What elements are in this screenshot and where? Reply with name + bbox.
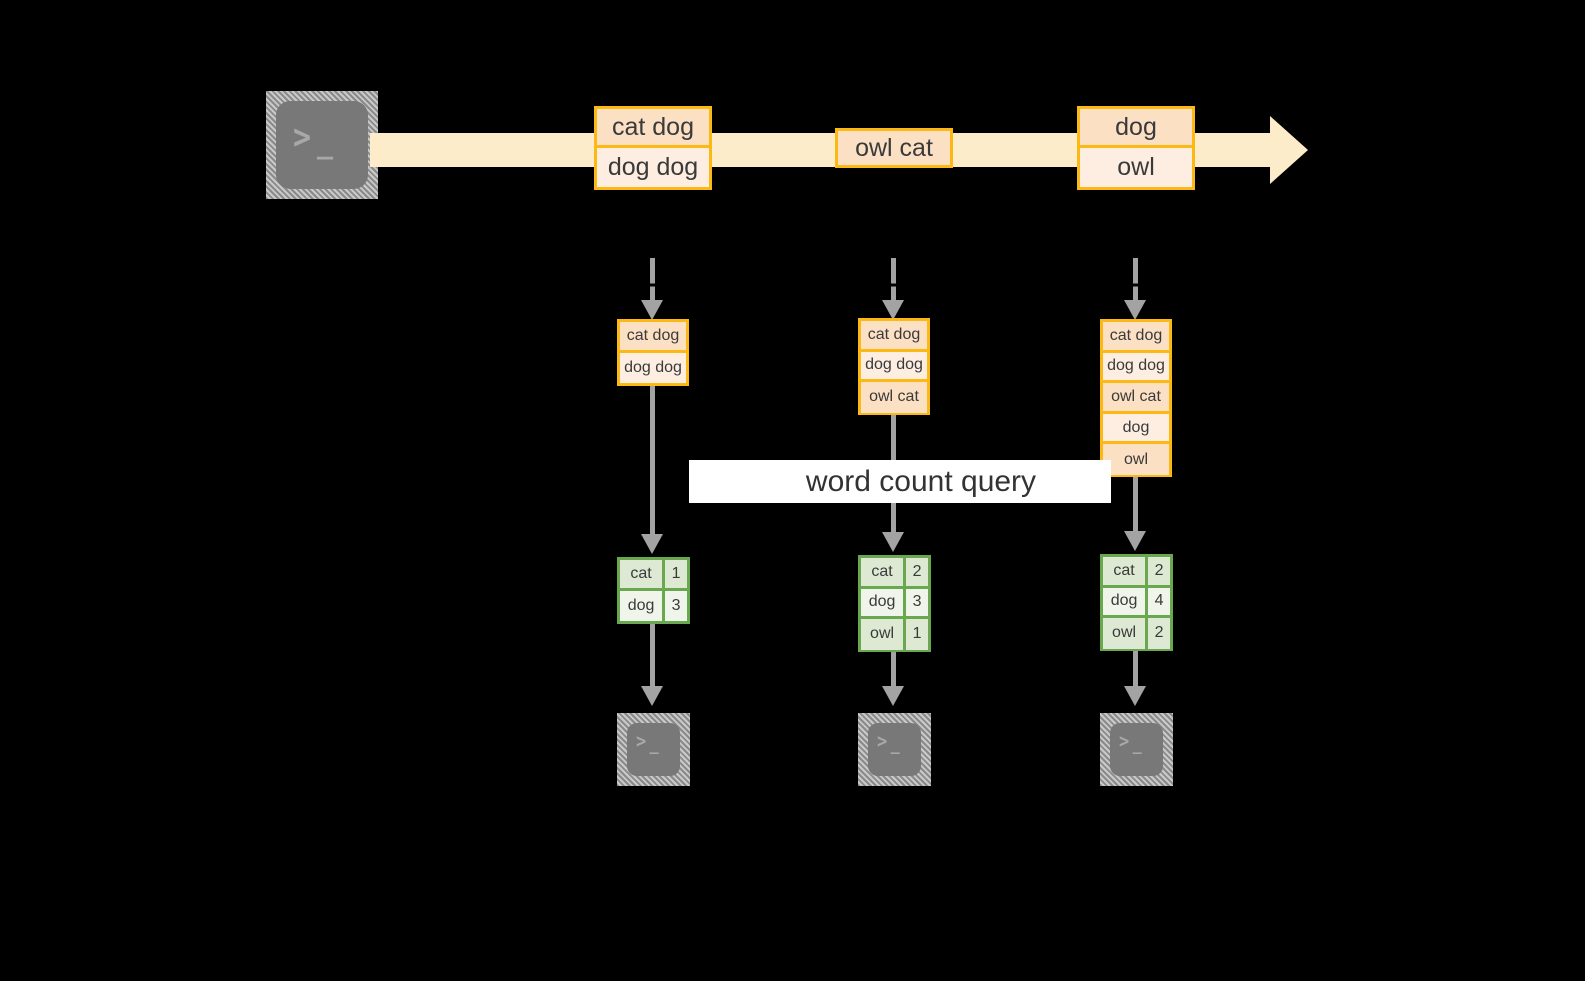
query-connector-head-3 xyxy=(1124,531,1146,551)
snapshot-connector-head-2 xyxy=(882,300,904,320)
result-count: 3 xyxy=(906,588,928,617)
prompt-cursor: _ xyxy=(890,735,901,756)
input-row: owl cat xyxy=(861,382,927,413)
input-row: dog dog xyxy=(861,351,927,383)
query-label-band: word count query xyxy=(689,460,1111,503)
result-word: owl xyxy=(1103,618,1149,649)
snapshot-connector-1 xyxy=(650,258,655,304)
table-row: cat 1 xyxy=(620,560,687,591)
result-word: dog xyxy=(620,590,666,622)
result-table-2: cat 2 dog 3 owl 1 xyxy=(858,555,931,652)
input-row: cat dog xyxy=(1103,322,1169,353)
prompt-caret: > xyxy=(636,730,647,754)
sink-connector-head-3 xyxy=(1124,686,1146,706)
result-table-1: cat 1 dog 3 xyxy=(617,557,690,624)
terminal-prompt-glyph: >_ xyxy=(293,117,335,158)
snapshot-connector-head-1 xyxy=(641,300,663,320)
input-table-2: cat dog dog dog owl cat xyxy=(858,318,930,415)
terminal-screen: >_ xyxy=(627,723,680,776)
query-connector-head-1 xyxy=(641,534,663,554)
table-row: owl 2 xyxy=(1103,618,1170,649)
prompt-cursor: _ xyxy=(1132,735,1143,756)
input-row: dog xyxy=(1103,413,1169,445)
result-count: 1 xyxy=(665,560,687,588)
table-row: dog 3 xyxy=(620,590,687,622)
snapshot-connector-head-3 xyxy=(1124,300,1146,320)
result-table-3: cat 2 dog 4 owl 2 xyxy=(1100,554,1173,651)
result-word: cat xyxy=(620,560,666,588)
table-row: owl 1 xyxy=(861,619,928,650)
terminal-screen: >_ xyxy=(868,723,921,776)
terminal-prompt-glyph: >_ xyxy=(636,730,660,756)
result-count: 2 xyxy=(1148,618,1170,649)
result-word: owl xyxy=(861,619,907,650)
stream-message-2: owl cat xyxy=(835,128,953,168)
input-row: dog dog xyxy=(1103,352,1169,384)
sink-connector-head-1 xyxy=(641,686,663,706)
message-line: cat dog xyxy=(597,109,709,148)
source-terminal-icon: >_ xyxy=(266,91,378,199)
message-line: dog dog xyxy=(597,148,709,187)
terminal-screen: >_ xyxy=(276,101,368,189)
input-row: cat dog xyxy=(620,322,686,353)
message-line: dog xyxy=(1080,109,1192,148)
input-table-3: cat dog dog dog owl cat dog owl xyxy=(1100,319,1172,477)
result-word: cat xyxy=(1103,557,1149,585)
prompt-caret: > xyxy=(293,117,312,158)
sink-terminal-icon-1: >_ xyxy=(617,713,690,786)
snapshot-connector-3 xyxy=(1133,258,1138,304)
sink-connector-3 xyxy=(1133,651,1138,690)
result-count: 1 xyxy=(906,619,928,650)
table-row: cat 2 xyxy=(1103,557,1170,588)
prompt-cursor: _ xyxy=(649,735,660,756)
terminal-prompt-glyph: >_ xyxy=(877,730,901,756)
prompt-caret: > xyxy=(877,730,888,754)
result-word: dog xyxy=(861,588,907,617)
sink-connector-2 xyxy=(891,652,896,690)
result-count: 3 xyxy=(665,590,687,622)
result-count: 4 xyxy=(1148,587,1170,616)
result-word: cat xyxy=(861,558,907,586)
snapshot-connector-2 xyxy=(891,258,896,304)
table-row: cat 2 xyxy=(861,558,928,589)
query-connector-head-2 xyxy=(882,532,904,552)
sink-connector-head-2 xyxy=(882,686,904,706)
terminal-prompt-glyph: >_ xyxy=(1119,730,1143,756)
sink-terminal-icon-2: >_ xyxy=(858,713,931,786)
input-row: owl xyxy=(1103,444,1169,475)
result-count: 2 xyxy=(1148,557,1170,585)
sink-terminal-icon-3: >_ xyxy=(1100,713,1173,786)
query-connector-3 xyxy=(1133,477,1138,535)
input-row: dog dog xyxy=(620,352,686,384)
stream-message-1: cat dog dog dog xyxy=(594,106,712,190)
sink-connector-1 xyxy=(650,624,655,690)
message-line: owl cat xyxy=(838,131,950,165)
prompt-caret: > xyxy=(1119,730,1130,754)
terminal-screen: >_ xyxy=(1110,723,1163,776)
result-count: 2 xyxy=(906,558,928,586)
input-row: cat dog xyxy=(861,321,927,352)
result-word: dog xyxy=(1103,587,1149,616)
table-row: dog 3 xyxy=(861,588,928,620)
stream-message-3: dog owl xyxy=(1077,106,1195,190)
query-label: word count query xyxy=(805,464,1037,498)
stream-arrow-head xyxy=(1270,116,1308,184)
prompt-cursor: _ xyxy=(317,125,334,161)
input-row: owl cat xyxy=(1103,383,1169,414)
message-line: owl xyxy=(1080,148,1192,187)
query-connector-1 xyxy=(650,386,655,538)
table-row: dog 4 xyxy=(1103,587,1170,619)
input-table-1: cat dog dog dog xyxy=(617,319,689,386)
